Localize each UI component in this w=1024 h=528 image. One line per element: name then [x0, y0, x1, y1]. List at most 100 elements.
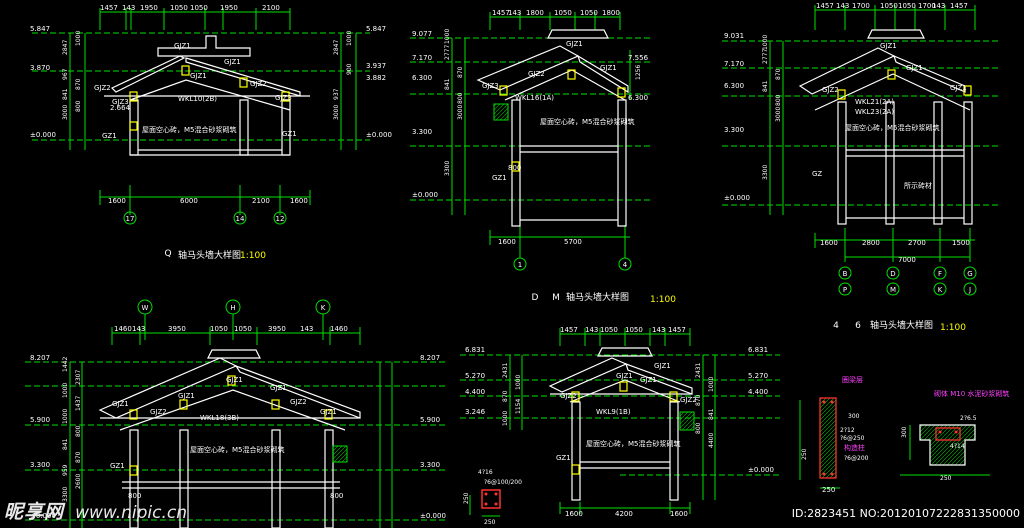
elevation-mark: 3.246: [465, 408, 486, 416]
component-label: GJZ2: [250, 80, 267, 88]
elevation-mark: 3.300: [412, 128, 432, 136]
component-label: GZ1: [282, 130, 297, 138]
dimension-text: 143: [300, 325, 313, 333]
dimension-text: 250: [463, 492, 470, 504]
elevation-mark: 5.847: [366, 25, 386, 33]
dimension-text: 1000: [515, 375, 522, 390]
dimension-text: 800: [695, 422, 702, 434]
axis-bubble-label: 17: [126, 215, 135, 223]
dimension-text: 3300: [62, 487, 69, 502]
dimension-text: 1050: [170, 4, 188, 12]
dimension-text: 1457: [100, 4, 118, 12]
dimension-text: 2431: [502, 363, 509, 378]
section-label: 砌体 M10 水泥砂浆砌筑: [934, 389, 1009, 398]
dimension-text: 6000: [180, 197, 198, 205]
dimension-text: 3950: [168, 325, 186, 333]
component-label: GJZ1: [190, 72, 207, 80]
dimension-text: 1000: [502, 411, 509, 426]
dimension-text: 143: [132, 325, 145, 333]
component-label: GJZ1: [566, 40, 583, 48]
elevation-mark: 2.664: [110, 104, 131, 112]
dimension-text: 2777: [444, 45, 451, 60]
detail-4-w-h-k-axis-gable: [25, 299, 445, 528]
rebar-label: ?6@100/200: [484, 479, 522, 486]
elevation-mark: 6.300: [628, 94, 648, 102]
dimension-text: 300: [901, 426, 908, 438]
elevation-mark: 5.847: [30, 25, 50, 33]
watermark-url: www.nipic.cn: [75, 503, 188, 523]
dimension-text: 1600: [670, 510, 688, 518]
dimension-text: 1000: [444, 29, 451, 44]
dimension-text: 2100: [252, 197, 270, 205]
component-label: GJZ1: [112, 400, 129, 408]
dimension-text: 1600: [498, 238, 516, 246]
component-label: GJZ3: [482, 82, 499, 90]
dimension-text: 1600: [820, 239, 838, 247]
dimension-text: 1000: [762, 35, 769, 50]
dimension-text: 1950: [140, 4, 158, 12]
axis-bubble-label: W: [142, 304, 149, 312]
dimension-text: 5700: [564, 238, 582, 246]
dimension-text: 841: [444, 78, 451, 90]
axis-bubble-label: B: [843, 270, 848, 278]
detail-5-section-gable: [460, 328, 780, 517]
dimension-text: 870: [75, 78, 82, 90]
dimension-text: 250: [940, 475, 952, 482]
elevation-mark: 9.077: [412, 30, 432, 38]
dimension-text: 1700: [918, 2, 936, 10]
component-label: GJZ3: [112, 98, 129, 106]
dimension-text: 800: [508, 164, 521, 172]
rebar-label: 2?12: [840, 427, 855, 434]
dimension-text: 967: [62, 68, 69, 80]
dimension-text: 1460: [330, 325, 348, 333]
dimension-text: 1050: [210, 325, 228, 333]
elevation-mark: 4.400: [748, 388, 768, 396]
component-label: GJZ3: [275, 94, 292, 102]
dimension-text: 1600: [108, 197, 126, 205]
elevation-mark: ±0.000: [412, 191, 438, 199]
elevation-mark: 3.300: [30, 461, 50, 469]
rebar-label: 4?16: [478, 469, 493, 476]
dimension-text: 3000: [457, 105, 464, 120]
axis-bubble-label: P: [843, 286, 847, 294]
elevation-mark: 6.300: [724, 82, 744, 90]
dimension-text: 937: [333, 88, 340, 100]
dimension-text: 2100: [262, 4, 280, 12]
dimension-text: 1460: [114, 325, 132, 333]
dimension-text: 2847: [333, 40, 340, 55]
dimension-text: 1500: [952, 239, 970, 247]
dimension-text: 870: [502, 390, 509, 402]
component-label: GJZ1: [224, 58, 241, 66]
axis-bubble-label: 12: [276, 215, 285, 223]
dimension-text: 1457: [668, 326, 686, 334]
beam-label: WKL9(1B): [596, 408, 631, 416]
component-label: GJZ1: [178, 392, 195, 400]
dimension-text: 1000: [75, 31, 82, 46]
construction-note: 屋面空心砖，M5混合砂浆砌筑: [190, 445, 285, 454]
elevation-mark: 3.882: [366, 74, 386, 82]
axis-bubble-label: J: [968, 286, 971, 294]
axis-bubble-label: 14: [236, 215, 245, 223]
dimension-text: 1457: [560, 326, 578, 334]
beam-label: WKL10(2B): [178, 95, 217, 103]
dimension-text: 1050: [554, 9, 572, 17]
dimension-text: 800: [75, 425, 82, 437]
component-label: GJZ1: [320, 408, 337, 416]
scale-text: 1:100: [650, 295, 676, 305]
construction-note: 屋面空心砖，M5混合砂浆砌筑: [142, 125, 237, 134]
beam-label: WKL16(1A): [515, 94, 554, 102]
dimension-text: 800: [128, 492, 141, 500]
elevation-mark: 6.831: [748, 346, 768, 354]
component-label: GJZ1: [950, 84, 967, 92]
construction-note: 屋面空心砖，M5混合砂浆砌筑: [540, 117, 635, 126]
elevation-mark: 3.937: [366, 62, 386, 70]
dimension-text: 2700: [908, 239, 926, 247]
dimension-text: 3300: [762, 165, 769, 180]
detail-title: 轴马头墙大样图: [178, 249, 241, 261]
component-label: GJZ1: [616, 372, 633, 380]
dimension-text: 1800: [602, 9, 620, 17]
dimension-text: 2431: [695, 363, 702, 378]
elevation-mark: 5.900: [420, 416, 440, 424]
elevation-mark: 3.870: [30, 64, 50, 72]
dimension-text: 1600: [565, 510, 583, 518]
